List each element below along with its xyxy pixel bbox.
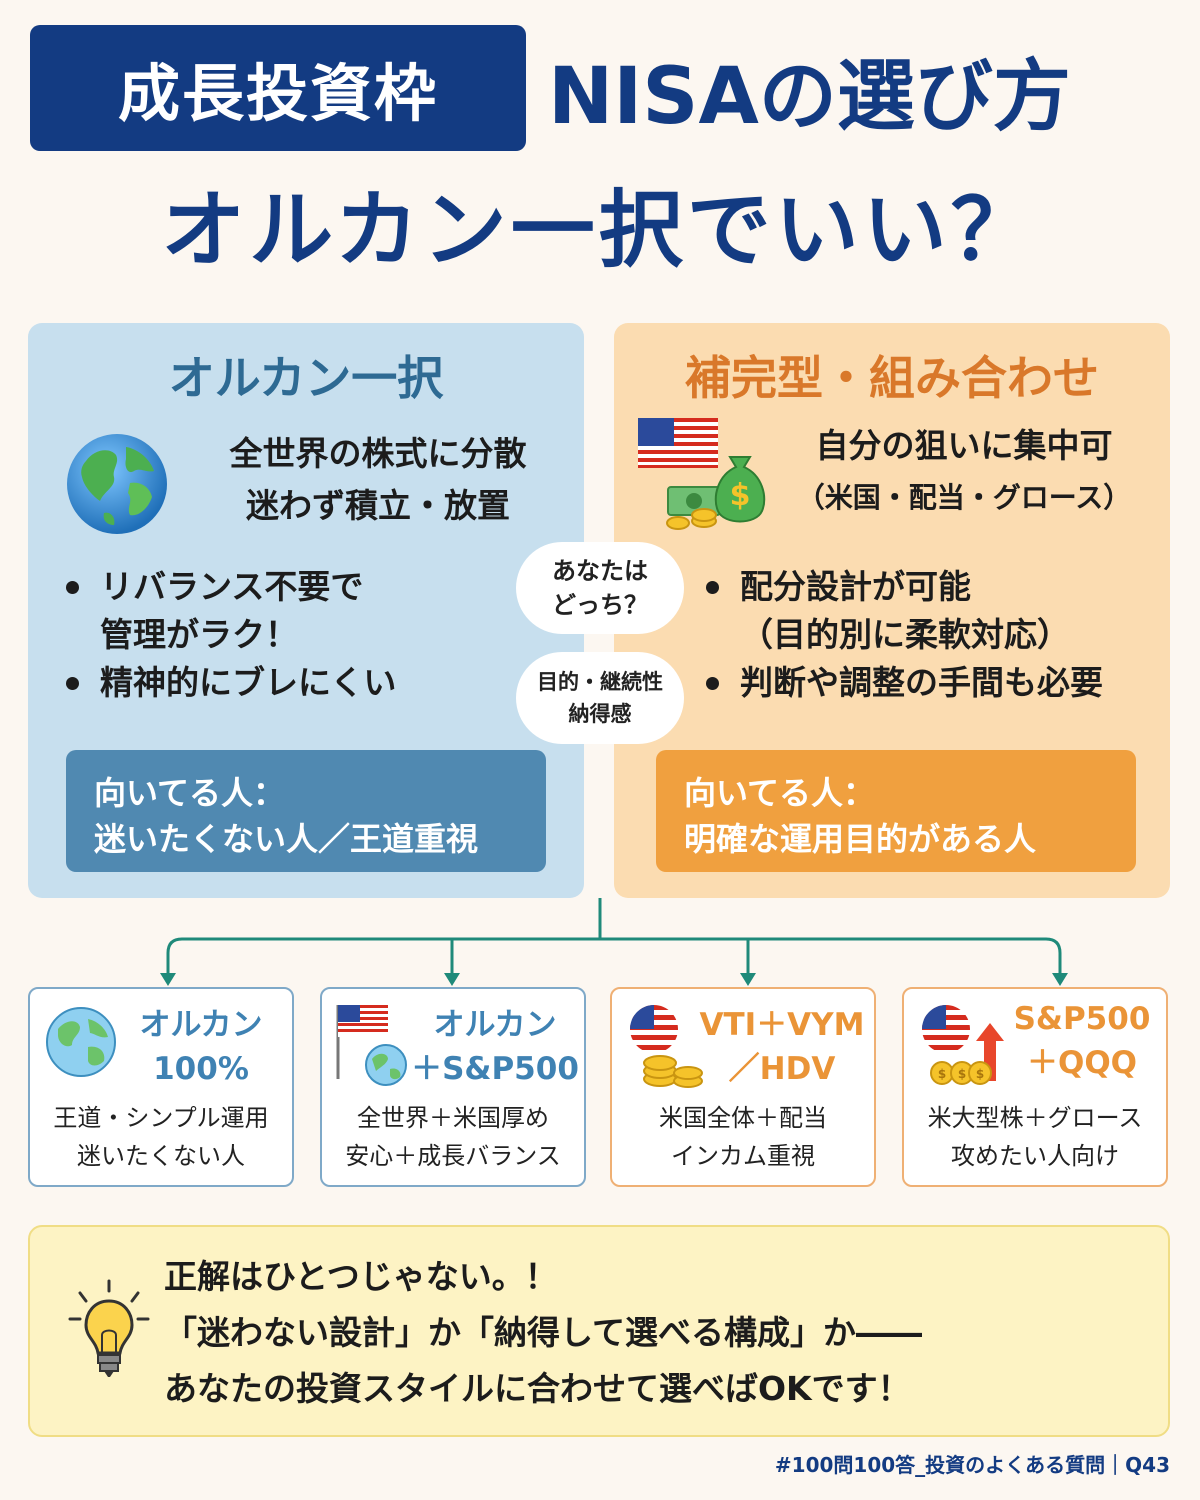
header-badge: 成長投資枠 xyxy=(30,25,526,151)
card-desc: 王道・シンプル運用迷いたくない人 xyxy=(53,1104,269,1170)
card-sp500-qqq: $ $ $ S&P500＋QQQ 米大型株＋グロース攻めたい人向け xyxy=(902,987,1168,1187)
fit-box-left: 向いてる人： 迷いたくない人／王道重視 xyxy=(66,750,546,872)
card-name: S&P500＋QQQ xyxy=(1013,1001,1151,1081)
fit-value: 明確な運用目的がある人 xyxy=(684,820,1037,858)
globe-icon xyxy=(46,1007,116,1077)
list-item: 精神的にブレにくい xyxy=(60,659,396,707)
conclusion-line-1: 正解はひとつじゃない。！ xyxy=(164,1257,558,1296)
svg-text:$: $ xyxy=(958,1067,966,1081)
question-bubble: あなたはどっち？ xyxy=(516,542,684,634)
us-flag-globe-icon xyxy=(336,1005,407,1086)
panel-title: 補完型・組み合わせ xyxy=(685,351,1099,405)
footer-tag: #100問100答_投資のよくある質問｜Q43 xyxy=(774,1453,1170,1477)
left-bullets: リバランス不要で 管理がラク！ 精神的にブレにくい xyxy=(60,563,396,707)
card-name: VTI＋VYM／HDV xyxy=(699,1007,865,1087)
left-lead-1: 全世界の株式に分散 xyxy=(229,434,527,473)
page-title: NISAの選び方 xyxy=(548,52,1071,142)
list-item: 判断や調整の手間も必要 xyxy=(700,659,1103,707)
list-item: リバランス不要で 管理がラク！ xyxy=(60,563,396,659)
conclusion-text: 正解はひとつじゃない。！ 「迷わない設計」か「納得して選べる構成」か―― あなた… xyxy=(164,1249,1154,1417)
card-desc: 全世界＋米国厚め安心＋成長バランス xyxy=(345,1104,561,1170)
card-name: オルカン＋S&P500 xyxy=(411,1007,579,1087)
connector-lines xyxy=(160,898,1068,986)
conclusion-line-3: あなたの投資スタイルに合わせて選べばOKです！ xyxy=(164,1369,911,1408)
right-bullets: 配分設計が可能 （目的別に柔軟対応） 判断や調整の手間も必要 xyxy=(700,563,1103,707)
svg-text:$: $ xyxy=(976,1067,984,1081)
money-bag-icon: $ xyxy=(666,456,766,530)
card-all-country-sp500: オルカン＋S&P500 全世界＋米国厚め安心＋成長バランス xyxy=(320,987,586,1187)
us-coins-icon xyxy=(630,1005,703,1088)
fit-label: 向いてる人： xyxy=(94,774,286,812)
right-lead-1: 自分の狙いに集中可 xyxy=(815,426,1113,465)
conclusion-box: 正解はひとつじゃない。！ 「迷わない設計」か「納得して選べる構成」か―― あなた… xyxy=(28,1225,1170,1437)
svg-text:$: $ xyxy=(730,478,751,513)
list-item: 配分設計が可能 （目的別に柔軟対応） xyxy=(700,563,1103,659)
conclusion-line-2: 「迷わない設計」か「納得して選べる構成」か―― xyxy=(164,1313,923,1352)
panel-title: オルカン一択 xyxy=(168,351,444,405)
svg-text:$: $ xyxy=(938,1067,946,1081)
page-subtitle: オルカン一択でいい？ xyxy=(161,180,1039,279)
panel-all-country: オルカン一択 全世界の株式に分散 迷わず積立・放置 リバランス不要で 管理がラク… xyxy=(28,323,584,898)
globe-icon xyxy=(67,434,167,534)
us-growth-coins-icon: $ $ $ xyxy=(922,1005,1004,1085)
lightbulb-icon xyxy=(68,1279,150,1377)
card-desc: 米大型株＋グロース攻めたい人向け xyxy=(927,1104,1143,1170)
card-desc: 米国全体＋配当インカム重視 xyxy=(659,1104,827,1170)
right-lead-2: （米国・配当・グロース） xyxy=(796,481,1132,514)
us-flag-icon xyxy=(638,418,718,468)
card-vti-vym-hdv: VTI＋VYM／HDV 米国全体＋配当インカム重視 xyxy=(610,987,876,1187)
fit-label: 向いてる人： xyxy=(684,774,876,812)
fit-value: 迷いたくない人／王道重視 xyxy=(94,820,479,858)
keywords-bubble: 目的・継続性納得感 xyxy=(516,652,684,744)
panel-complementary: 補完型・組み合わせ $ 自分の狙いに集中可 （米国・配当・グロース） 配分設計が… xyxy=(614,323,1170,898)
left-lead-2: 迷わず積立・放置 xyxy=(246,486,510,525)
fit-box-right: 向いてる人： 明確な運用目的がある人 xyxy=(656,750,1136,872)
